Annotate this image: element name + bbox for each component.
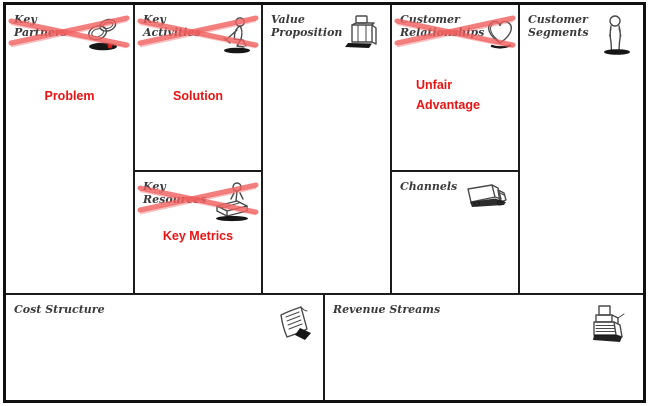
canvas-outer-border xyxy=(3,2,646,403)
cell-header: Customer Segments xyxy=(520,5,643,57)
person-icon xyxy=(597,13,635,57)
cell-header: Key Partners xyxy=(6,5,133,53)
cell-title-customer-relationships: Customer Relationships xyxy=(400,13,485,39)
gift-box-icon xyxy=(342,13,382,53)
cell-header: Revenue Streams xyxy=(325,295,643,351)
chain-links-icon xyxy=(83,13,125,53)
overlay-label-problem: Problem xyxy=(44,89,95,103)
person-with-box-icon xyxy=(209,180,253,224)
cell-title-revenue-streams: Revenue Streams xyxy=(333,303,441,316)
cell-key-resources: Key Resources Key Metr xyxy=(135,172,263,293)
cell-header: Customer Relationships xyxy=(392,5,518,53)
receipt-icon xyxy=(271,303,315,345)
cell-title-key-activities: Key Activities xyxy=(143,13,201,39)
truck-icon xyxy=(464,180,510,216)
cell-title-customer-segments: Customer Segments xyxy=(528,13,589,39)
cell-key-partners: Key Partners Problem xyxy=(6,5,135,293)
cell-header: Cost Structure xyxy=(6,295,323,345)
cell-channels: Channels xyxy=(392,172,520,293)
cell-title-cost-structure: Cost Structure xyxy=(14,303,105,316)
cell-cost-structure: Cost Structure xyxy=(6,293,325,400)
overlay-label-key-metrics: Key Metrics xyxy=(162,229,234,243)
heart-icon xyxy=(480,13,520,53)
overlay-label-unfair-advantage: Unfair Advantage xyxy=(416,78,480,112)
cell-header: Key Resources xyxy=(135,172,261,224)
cell-revenue-streams: Revenue Streams xyxy=(325,293,643,400)
cell-value-proposition: Value Proposition xyxy=(263,5,392,293)
cell-title-key-resources: Key Resources xyxy=(143,180,207,206)
cell-title-value-proposition: Value Proposition xyxy=(271,13,343,39)
cell-key-activities: Key Activities Solution xyxy=(135,5,263,172)
cell-title-key-partners: Key Partners xyxy=(14,13,67,39)
cell-title-channels: Channels xyxy=(400,180,458,193)
cell-customer-segments: Customer Segments xyxy=(520,5,643,293)
cell-header: Value Proposition xyxy=(263,5,390,53)
cell-header: Key Activities xyxy=(135,5,261,57)
worker-icon xyxy=(213,13,253,57)
cash-register-icon xyxy=(585,303,627,351)
overlay-label-solution: Solution xyxy=(173,89,223,103)
cell-customer-relationships: Customer Relationships Unfair Advantage xyxy=(392,5,520,172)
cell-header: Channels xyxy=(392,172,518,216)
